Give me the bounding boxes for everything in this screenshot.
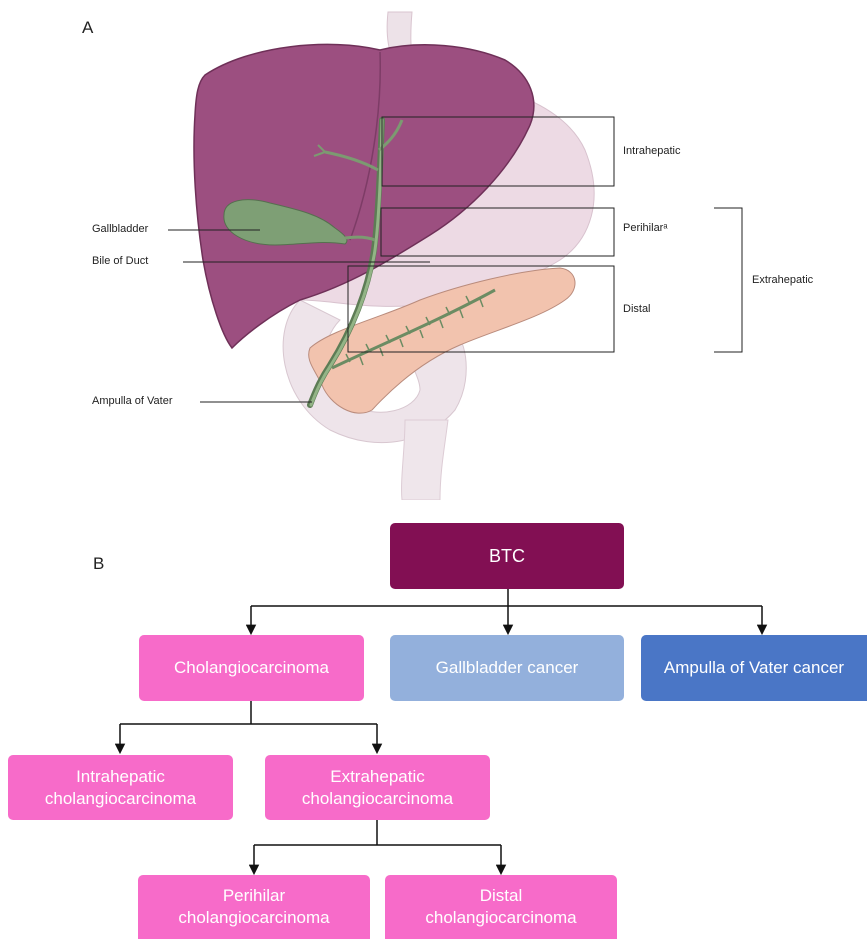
intrahepatic-cholangiocarcinoma-box: Intrahepatic cholangiocarcinoma [8, 755, 233, 820]
perihilar-cholangiocarcinoma-box: Perihilar cholangiocarcinoma [138, 875, 370, 939]
distal-cholangiocarcinoma-box: Distal cholangiocarcinoma [385, 875, 617, 939]
ampulla-cancer-box: Ampulla of Vater cancer [641, 635, 867, 701]
cholangiocarcinoma-box: Cholangiocarcinoma [139, 635, 364, 701]
btc-box: BTC [390, 523, 624, 589]
gallbladder-cancer-box: Gallbladder cancer [390, 635, 624, 701]
extrahepatic-cholangiocarcinoma-box: Extrahepatic cholangiocarcinoma [265, 755, 490, 820]
